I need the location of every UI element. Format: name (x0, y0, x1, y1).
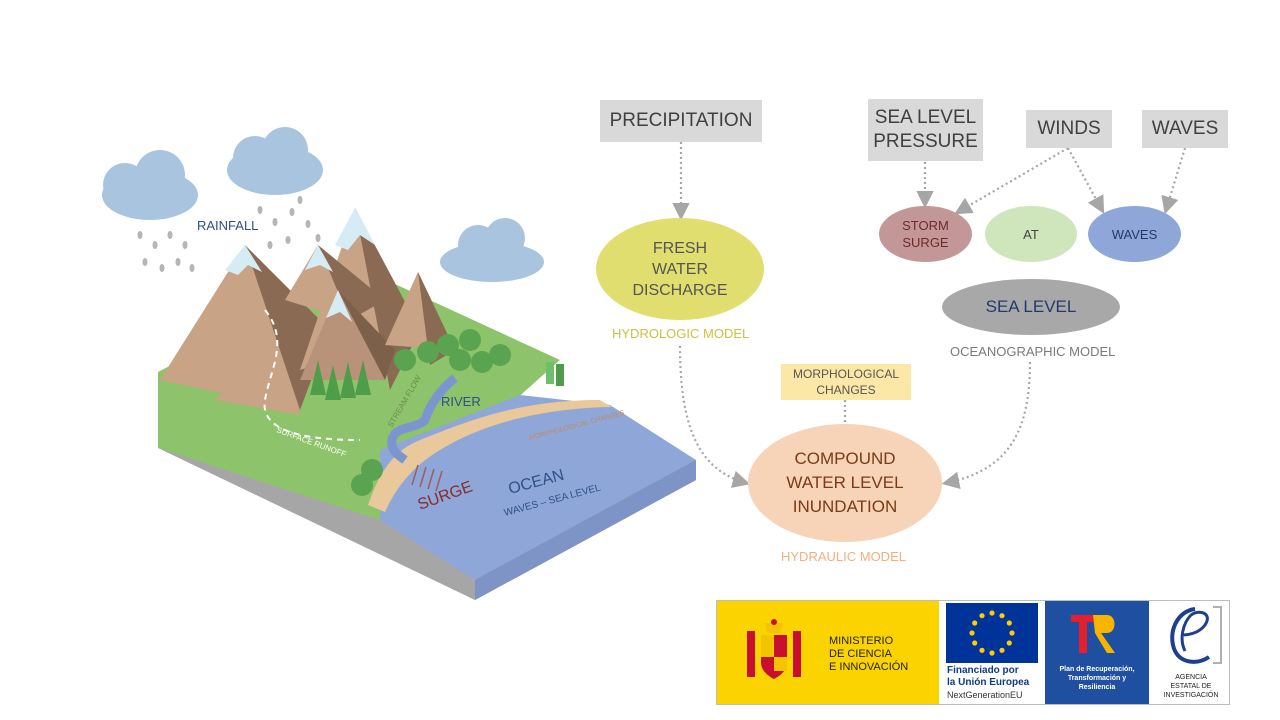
sea-level-pressure-line1: SEA LEVEL (874, 107, 977, 128)
eu-line3: NextGenerationEU (947, 690, 1023, 700)
sea-level-node: SEA LEVEL (942, 279, 1120, 335)
oceanographic-model-caption: OCEANOGRAPHIC MODEL (950, 344, 1116, 359)
prtr-line3: Resiliencia (1078, 684, 1116, 691)
prtr-logo: Plan de Recuperación, Transformación y R… (1045, 601, 1149, 704)
fresh-water-discharge-node: FRESH WATER DISCHARGE (596, 218, 764, 320)
storm-surge-line2: SURGE (902, 235, 949, 250)
eu-line1: Financiado por (947, 665, 1019, 676)
ocean-surface (380, 395, 696, 580)
winds-label: WINDS (1037, 118, 1101, 139)
rain-drops (137, 196, 321, 272)
ministerio-line2: DE CIENCIA (829, 648, 892, 660)
rainfall-label: RAINFALL (197, 218, 258, 233)
eu-star (979, 613, 985, 619)
eu-star (972, 620, 978, 626)
ministerio-text: MINISTERIO DE CIENCIA E INNOVACIÓN (829, 635, 908, 674)
eu-star (1006, 640, 1012, 646)
ministerio-logo: MINISTERIO DE CIENCIA E INNOVACIÓN (717, 601, 939, 704)
eu-star (989, 650, 995, 656)
aei-line2: ESTATAL DE (1170, 683, 1212, 690)
at-label: AT (1023, 226, 1039, 242)
morph-line1: MORPHOLOGICAL (792, 367, 900, 381)
cloud-icon (440, 218, 544, 282)
eu-star (972, 640, 978, 646)
prtr-text: Plan de Recuperación, Transformación y R… (1045, 665, 1149, 692)
waves-input-label: WAVES (1151, 118, 1219, 139)
compound-line2: WATER LEVEL (786, 473, 904, 492)
ocean-front (475, 460, 696, 600)
sea-level-pressure-line2: PRESSURE (873, 131, 978, 152)
storm-surge-node: STORM SURGE (879, 206, 972, 262)
sea-level-pressure-box: SEA LEVEL PRESSURE (868, 99, 983, 161)
spain-coat-of-arms-icon (747, 619, 801, 679)
beach-strip (368, 400, 612, 512)
river-path (387, 374, 458, 464)
aei-logo-icon (1170, 606, 1222, 664)
aei-logo: AGENCIA ESTATAL DE INVESTIGACIÓN (1153, 601, 1229, 704)
arrow-winds-waves (1067, 147, 1105, 214)
waves-node-label: WAVES (1111, 226, 1158, 242)
eu-star (979, 647, 985, 653)
waves-node: WAVES (1088, 206, 1181, 262)
arrow-sealevel-compound (941, 361, 1032, 489)
precipitation-label: PRECIPITATION (609, 110, 753, 131)
fresh-line3: DISCHARGE (632, 281, 728, 299)
river-label: RIVER (441, 394, 481, 409)
fresh-line1: FRESH (652, 239, 708, 257)
aei-text: AGENCIA ESTATAL DE INVESTIGACIÓN (1157, 673, 1225, 700)
arrow-waves-waves (1161, 147, 1187, 215)
hydraulic-model-caption: HYDRAULIC MODEL (781, 549, 906, 564)
eu-star (999, 613, 1005, 619)
arrow-fresh-compound (678, 345, 751, 488)
tree-icon (310, 329, 564, 496)
eu-star (969, 630, 975, 636)
eu-star (999, 647, 1005, 653)
compound-line3: INUNDATION (792, 497, 898, 516)
ministerio-line1: MINISTERIO (829, 635, 894, 647)
prtr-line2: Transformación y (1067, 675, 1127, 682)
prtr-logo-icon (1071, 615, 1115, 653)
landscape-illustration: RAINFALL RIVER STREAM FLOW SURFACE RUNOF… (102, 127, 696, 600)
eu-text: Financiado por la Unión Europea NextGene… (947, 665, 1029, 701)
precipitation-box: PRECIPITATION (600, 100, 762, 142)
eu-logo: Financiado por la Unión Europea NextGene… (943, 601, 1041, 704)
waves-input-box: WAVES (1142, 110, 1228, 148)
morphological-changes-box: MORPHOLOGICAL CHANGES (781, 364, 911, 400)
eu-star (989, 610, 995, 616)
eu-star (1009, 630, 1015, 636)
funding-logos: MINISTERIO DE CIENCIA E INNOVACIÓN Finan… (716, 600, 1230, 705)
prtr-line1: Plan de Recuperación, (1059, 666, 1135, 673)
ministerio-line3: E INNOVACIÓN (829, 661, 909, 673)
eu-line2: la Unión Europea (947, 677, 1030, 688)
eu-flag-icon (946, 603, 1038, 663)
aei-line3: INVESTIGACIÓN (1163, 692, 1219, 699)
sea-level-label: SEA LEVEL (985, 297, 1077, 316)
winds-box: WINDS (1026, 110, 1112, 148)
storm-surge-line1: STORM (902, 218, 949, 233)
rain-cloud-icon (102, 127, 323, 220)
at-node: AT (985, 206, 1077, 262)
eu-star (1006, 620, 1012, 626)
hydrologic-model-caption: HYDROLOGIC MODEL (612, 326, 750, 341)
compound-water-level-node: COMPOUND WATER LEVEL INUNDATION (748, 424, 942, 542)
aei-line1: AGENCIA (1175, 674, 1207, 681)
arrow-winds-surge (954, 147, 1069, 215)
compound-line1: COMPOUND (794, 449, 896, 468)
fresh-line2: WATER (652, 260, 708, 278)
morph-line2: CHANGES (816, 383, 876, 397)
surge-arrows (411, 464, 443, 492)
